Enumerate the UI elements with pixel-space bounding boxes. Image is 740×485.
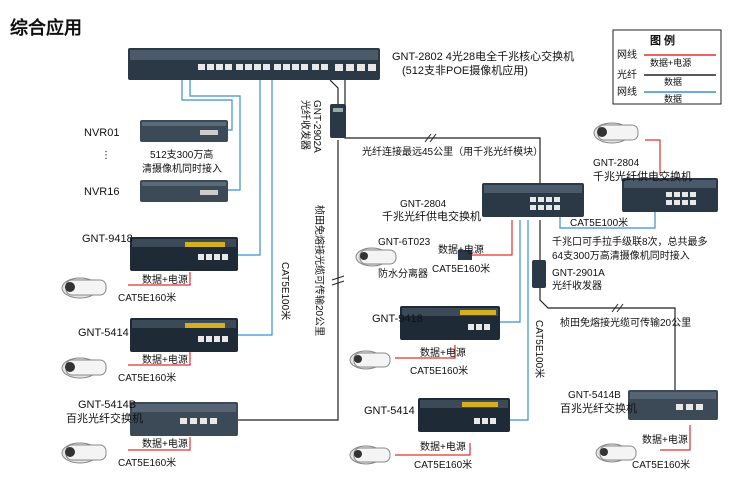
left-dp-3: 数据+电源	[142, 437, 188, 450]
nvr-16-label: NVR16	[84, 186, 119, 198]
right-device-sub: 百兆光纤交换机	[560, 401, 637, 415]
nvr-desc-1: 512支300万高	[150, 148, 213, 161]
legend-kind-2: 光纤	[617, 68, 637, 81]
left-device-5414b[interactable]	[130, 402, 238, 436]
legend: 图 例 网线 数据+电源 光纤 数据 网线 数据	[612, 29, 722, 105]
mid-device-5414[interactable]	[418, 398, 510, 432]
right-switch-model: GNT-2804	[593, 158, 640, 169]
splitter-dp: 数据+电源	[438, 243, 484, 256]
data-line-5414	[238, 80, 273, 336]
left-cable-3: CAT5E160米	[118, 456, 176, 469]
legend-title: 图 例	[650, 33, 675, 47]
fiber-break-marks	[331, 133, 624, 313]
converter-mid-sub: 光纤收发器	[552, 279, 602, 292]
power-line-right-cam-2	[660, 425, 691, 451]
mid-device-9418-model: GNT-9418	[372, 313, 423, 325]
mid-cable-100-vertical: CAT5E100米	[533, 320, 546, 378]
legend-desc-2: 数据	[664, 76, 682, 87]
core-switch-note: (512支非POE摄像机应用)	[402, 63, 528, 77]
converter-top[interactable]	[330, 104, 346, 138]
splitter-cable: CAT5E160米	[432, 262, 490, 275]
cascade-note-1: 千兆口可手拉手级联8次，总共最多	[552, 235, 708, 248]
data-line-mid-5414	[510, 220, 529, 421]
converter-mid[interactable]	[532, 260, 546, 288]
right-poe-switch[interactable]	[622, 178, 718, 212]
left-device-5414b-sub: 百兆光纤交换机	[66, 411, 143, 425]
fiber-note-2: 桢田免熔接光缆可传输20公里	[560, 316, 691, 329]
power-line-right-cam	[645, 139, 661, 175]
cascade-line	[559, 212, 656, 229]
converter-top-label: GNT-2902A	[311, 100, 322, 153]
power-line-cam-2	[128, 352, 191, 366]
cable-long-label: CAT5E100米	[279, 262, 292, 320]
camera-icon	[595, 443, 637, 463]
camera-icon	[61, 442, 107, 464]
mid-poe-switch[interactable]	[482, 183, 584, 217]
fiber-vertical-label: 桢田免熔接光缆可传输20公里	[313, 205, 326, 336]
fiber-note: 光纤连接最远45公里（用千兆光纤模块）	[362, 145, 543, 158]
cascade-note-2: 64支300万高清摄像机同时接入	[552, 249, 690, 262]
right-cable-100: CAT5E100米	[570, 216, 628, 229]
converter-top-sub: 光纤收发器	[299, 100, 312, 150]
core-switch[interactable]	[128, 48, 380, 80]
page-title: 综合应用	[10, 17, 82, 38]
mid-switch-model: GNT-2804	[400, 199, 447, 210]
mid-switch-desc: 千兆光纤供电交换机	[382, 209, 481, 223]
right-switch-desc: 千兆光纤供电交换机	[593, 169, 692, 183]
power-line-mid-cam-1	[395, 345, 456, 359]
right-device-5414b[interactable]	[628, 390, 718, 420]
nvr-dots: ⋮	[101, 150, 111, 161]
mid-cable-2: CAT5E160米	[414, 458, 472, 471]
left-device-5414-model: GNT-5414	[78, 327, 129, 339]
splitter-desc: 防水分离器	[378, 267, 428, 280]
power-line-mid-cam-2	[395, 443, 471, 456]
power-line-splitter	[470, 220, 513, 256]
left-dp-1: 数据+电源	[142, 273, 188, 286]
camera-icon	[349, 445, 391, 465]
splitter-model: GNT-6T023	[378, 237, 431, 248]
power-line-cam-3	[128, 437, 191, 451]
legend-desc-1: 数据+电源	[650, 57, 691, 68]
mid-device-9418[interactable]	[400, 306, 500, 340]
data-line-nvr01	[181, 80, 233, 131]
left-cable-2: CAT5E160米	[118, 371, 176, 384]
mid-dp-2: 数据+电源	[420, 440, 466, 453]
data-line-nvr16	[189, 80, 241, 191]
core-switch-model: GNT-2802 4光28电全千兆核心交换机	[392, 49, 574, 63]
camera-icon	[349, 350, 391, 370]
left-device-5414[interactable]	[130, 318, 238, 352]
nvr-01-label: NVR01	[84, 127, 119, 139]
legend-desc-3: 数据	[664, 93, 682, 104]
data-line-mid-9418	[500, 220, 521, 323]
right-cable: CAT5E160米	[632, 458, 690, 471]
left-device-5414b-model: GNT-5414B	[78, 399, 136, 411]
left-dp-2: 数据+电源	[142, 353, 188, 366]
nvr-01[interactable]	[140, 120, 228, 142]
mid-device-5414-model: GNT-5414	[364, 405, 415, 417]
camera-icon	[61, 357, 107, 379]
converter-mid-label: GNT-2901A	[552, 268, 605, 279]
mid-cable-1: CAT5E160米	[410, 364, 468, 377]
data-line-9418	[238, 80, 261, 256]
legend-kind-3: 网线	[617, 85, 637, 98]
camera-icon	[593, 122, 639, 144]
camera-icon	[355, 247, 397, 267]
left-cable-1: CAT5E160米	[118, 291, 176, 304]
mid-dp-1: 数据+电源	[420, 346, 466, 359]
left-device-9418[interactable]	[130, 237, 238, 271]
fiber-converter-5414b	[238, 140, 339, 421]
left-device-9418-model: GNT-9418	[82, 233, 133, 245]
legend-kind-1: 网线	[617, 48, 637, 61]
right-dp: 数据+电源	[642, 433, 688, 446]
nvr-desc-2: 清摄像机同时接入	[142, 162, 222, 175]
right-device-model: GNT-5414B	[568, 390, 621, 401]
power-line-cam-1	[128, 272, 191, 286]
camera-icon	[61, 277, 107, 299]
fiber-core-mid-switch	[344, 80, 541, 183]
nvr-16[interactable]	[140, 180, 228, 202]
splitter-device[interactable]	[458, 250, 472, 260]
fiber-core-converter	[329, 79, 339, 108]
